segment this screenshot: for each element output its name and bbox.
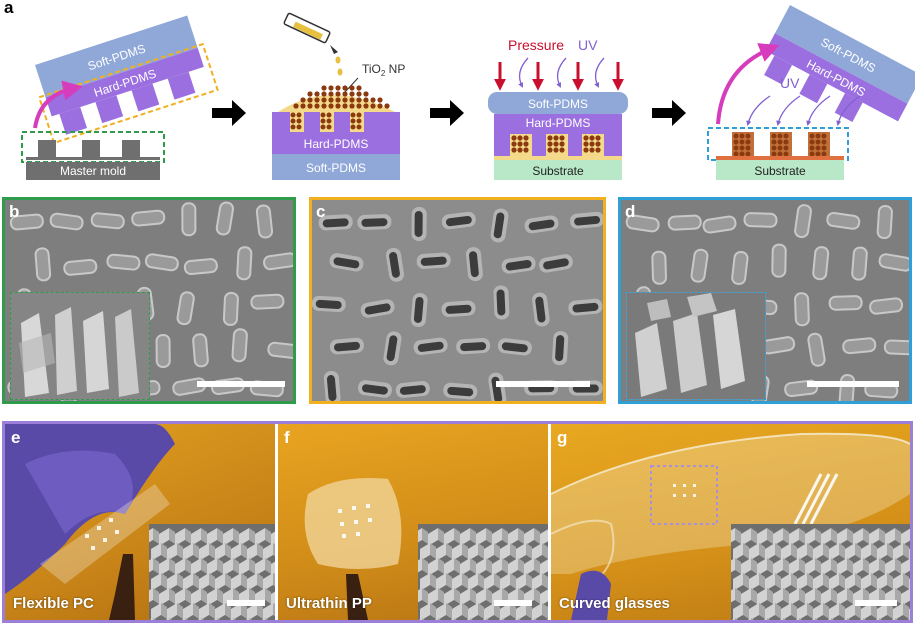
photo-panel-f: f Ultrathin PP xyxy=(278,424,548,620)
step3-pressure-label: Pressure xyxy=(508,37,564,53)
panel-f-letter: f xyxy=(284,428,290,447)
photo-panel-e: e Flexible PC xyxy=(5,424,275,620)
photo-e-sem-inset xyxy=(143,524,275,620)
sem-c-scalebar xyxy=(496,381,590,387)
panel-b-letter: b xyxy=(9,202,20,221)
panel-c-letter: c xyxy=(316,202,326,221)
photo-g-scene xyxy=(551,432,910,620)
photo-g-scalebar xyxy=(855,600,897,606)
step3-uv-arrows xyxy=(518,57,605,88)
step1-peel-arrow xyxy=(33,80,83,129)
step3-uv-label: UV xyxy=(578,37,598,53)
step4-uv-label: UV xyxy=(780,75,800,91)
panel-g-letter: g xyxy=(557,428,568,447)
photo-g-sem-image xyxy=(725,528,910,620)
step1-stamp: Soft-PDMS Hard-PDMS xyxy=(35,15,219,145)
step3-substrate-label: Substrate xyxy=(532,164,584,178)
sem-d-inset-image xyxy=(627,293,765,399)
step3-pressure-arrows xyxy=(494,62,624,91)
sem-panel-c: c xyxy=(309,197,606,404)
step2-soft-label: Soft-PDMS xyxy=(306,161,366,175)
photo-e-scene xyxy=(5,424,175,620)
panel-e-letter: e xyxy=(11,428,21,447)
process-arrow-2 xyxy=(430,100,464,126)
photo-e-sem-image xyxy=(143,528,275,620)
photo-e-label: Flexible PC xyxy=(13,595,94,612)
step2-hard-label: Hard-PDMS xyxy=(304,137,369,151)
sem-b-scalebar xyxy=(197,381,285,387)
step4-substrate-label: Substrate xyxy=(754,164,806,178)
panel-a-letter: a xyxy=(4,0,14,17)
photo-f-scalebar xyxy=(494,600,532,606)
panel-d-letter: d xyxy=(625,202,636,221)
step3-soft-label: Soft-PDMS xyxy=(528,97,588,111)
sem-panel-d: d xyxy=(618,197,912,404)
step2-np-label: TiO2 NP xyxy=(362,62,405,78)
sem-b-inset-image xyxy=(11,293,149,399)
photo-f-label: Ultrathin PP xyxy=(286,595,372,612)
photo-panels-frame xyxy=(2,421,913,623)
photo-panel-g: g Curved glasses xyxy=(551,424,910,620)
step4-uv-arrows xyxy=(746,95,861,127)
photo-e-scalebar xyxy=(227,600,265,606)
photo-g-label: Curved glasses xyxy=(559,595,670,612)
dropper-icon xyxy=(283,12,343,76)
process-arrow-3 xyxy=(652,100,686,126)
photo-f-scene xyxy=(304,478,402,620)
sem-panel-b: b xyxy=(2,197,296,404)
sem-c-image xyxy=(312,200,603,401)
step3-hard-label: Hard-PDMS xyxy=(526,116,591,130)
step4-peel-arrow xyxy=(716,43,780,125)
step1-mold-label: Master mold xyxy=(60,164,126,178)
sem-d-inset xyxy=(626,292,766,400)
sem-b-inset xyxy=(10,292,150,400)
panel-a-schematic: Soft-PDMS Hard-PDMS Master mold TiO2 NP … xyxy=(21,5,915,180)
step2-nanoparticles xyxy=(293,85,390,109)
process-arrow-1 xyxy=(212,100,246,126)
sem-d-scalebar xyxy=(807,381,899,387)
